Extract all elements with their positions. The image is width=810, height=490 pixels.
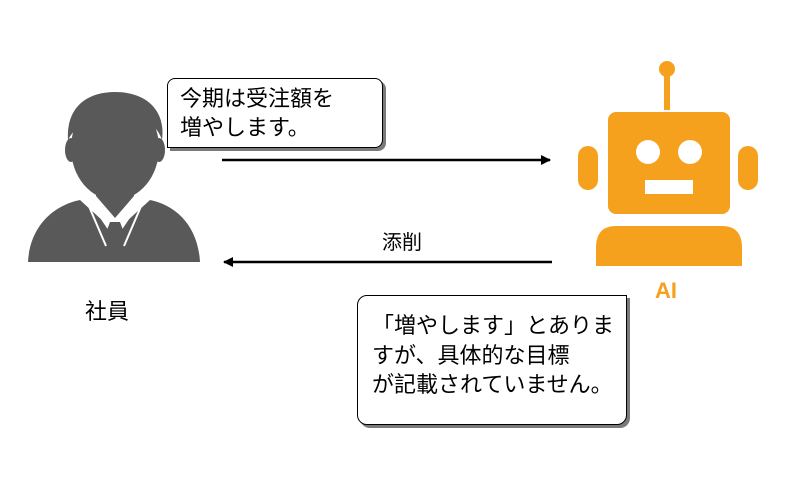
person-icon bbox=[28, 92, 200, 262]
robot-icon bbox=[578, 61, 758, 266]
employee-speech-bubble: 今期は受注額を 増やします。 bbox=[167, 78, 383, 148]
employee-label: 社員 bbox=[85, 300, 130, 325]
return-arrow-label: 添削 bbox=[382, 230, 422, 254]
ai-speech-bubble: 「増やします」とありま すが、具体的な目標 が記載されていません。 bbox=[357, 295, 627, 425]
ai-label: AI bbox=[655, 278, 677, 303]
